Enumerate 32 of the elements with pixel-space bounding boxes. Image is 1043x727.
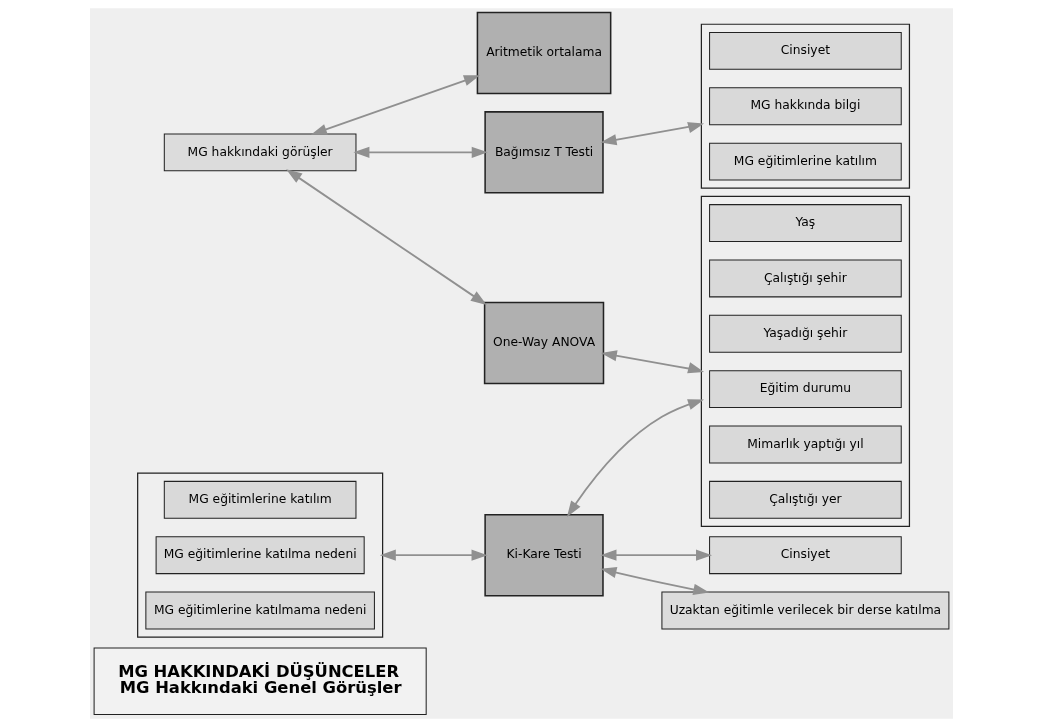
node-box: Bağımsız T Testi bbox=[484, 111, 604, 194]
node-box: Eğitim durumu bbox=[709, 370, 902, 409]
node-box: MG eğitimlerine katılım bbox=[709, 142, 902, 181]
cluster bbox=[700, 195, 911, 528]
node-box: MG eğitimlerine katılım bbox=[163, 480, 357, 519]
node-box: One-Way ANOVA bbox=[483, 301, 605, 385]
node-box: Mimarlık yaptığı yıl bbox=[709, 425, 902, 464]
cluster bbox=[700, 23, 911, 189]
arrow bbox=[286, 169, 487, 305]
node-box: MG hakkındaki görüşler bbox=[163, 133, 357, 172]
node-box: Çalıştığı yer bbox=[709, 480, 902, 519]
node-box: Cinsiyet bbox=[709, 536, 902, 575]
node-box: MG eğitimlerine katılmama nedeni bbox=[145, 591, 375, 630]
arrow bbox=[600, 122, 705, 146]
arrow bbox=[566, 399, 705, 517]
cluster bbox=[137, 472, 384, 638]
node-box: Aritmetik ortalama bbox=[476, 11, 612, 95]
arrow bbox=[600, 549, 713, 561]
node-box: Yaşadığı şehir bbox=[709, 314, 902, 353]
node-box: MG HAKKINDAKİ DÜŞÜNCELER MG Hakkındaki Genel Görüşler bbox=[93, 647, 427, 716]
arrow bbox=[353, 146, 488, 158]
node-box: Yaş bbox=[709, 204, 902, 243]
node-box: Uzaktan eğitimle verilecek bir derse katılma bbox=[661, 591, 950, 630]
arrow bbox=[600, 567, 710, 595]
node-box: MG eğitimlerine katılma nedeni bbox=[155, 536, 365, 575]
node-box: MG hakkında bilgi bbox=[709, 87, 902, 126]
arrow bbox=[379, 549, 488, 561]
node-box: Çalıştığı şehir bbox=[709, 259, 902, 298]
node-box: Ki-Kare Testi bbox=[484, 513, 604, 597]
arrow bbox=[600, 350, 705, 374]
node-box: Cinsiyet bbox=[709, 31, 902, 70]
arrow bbox=[310, 75, 480, 135]
